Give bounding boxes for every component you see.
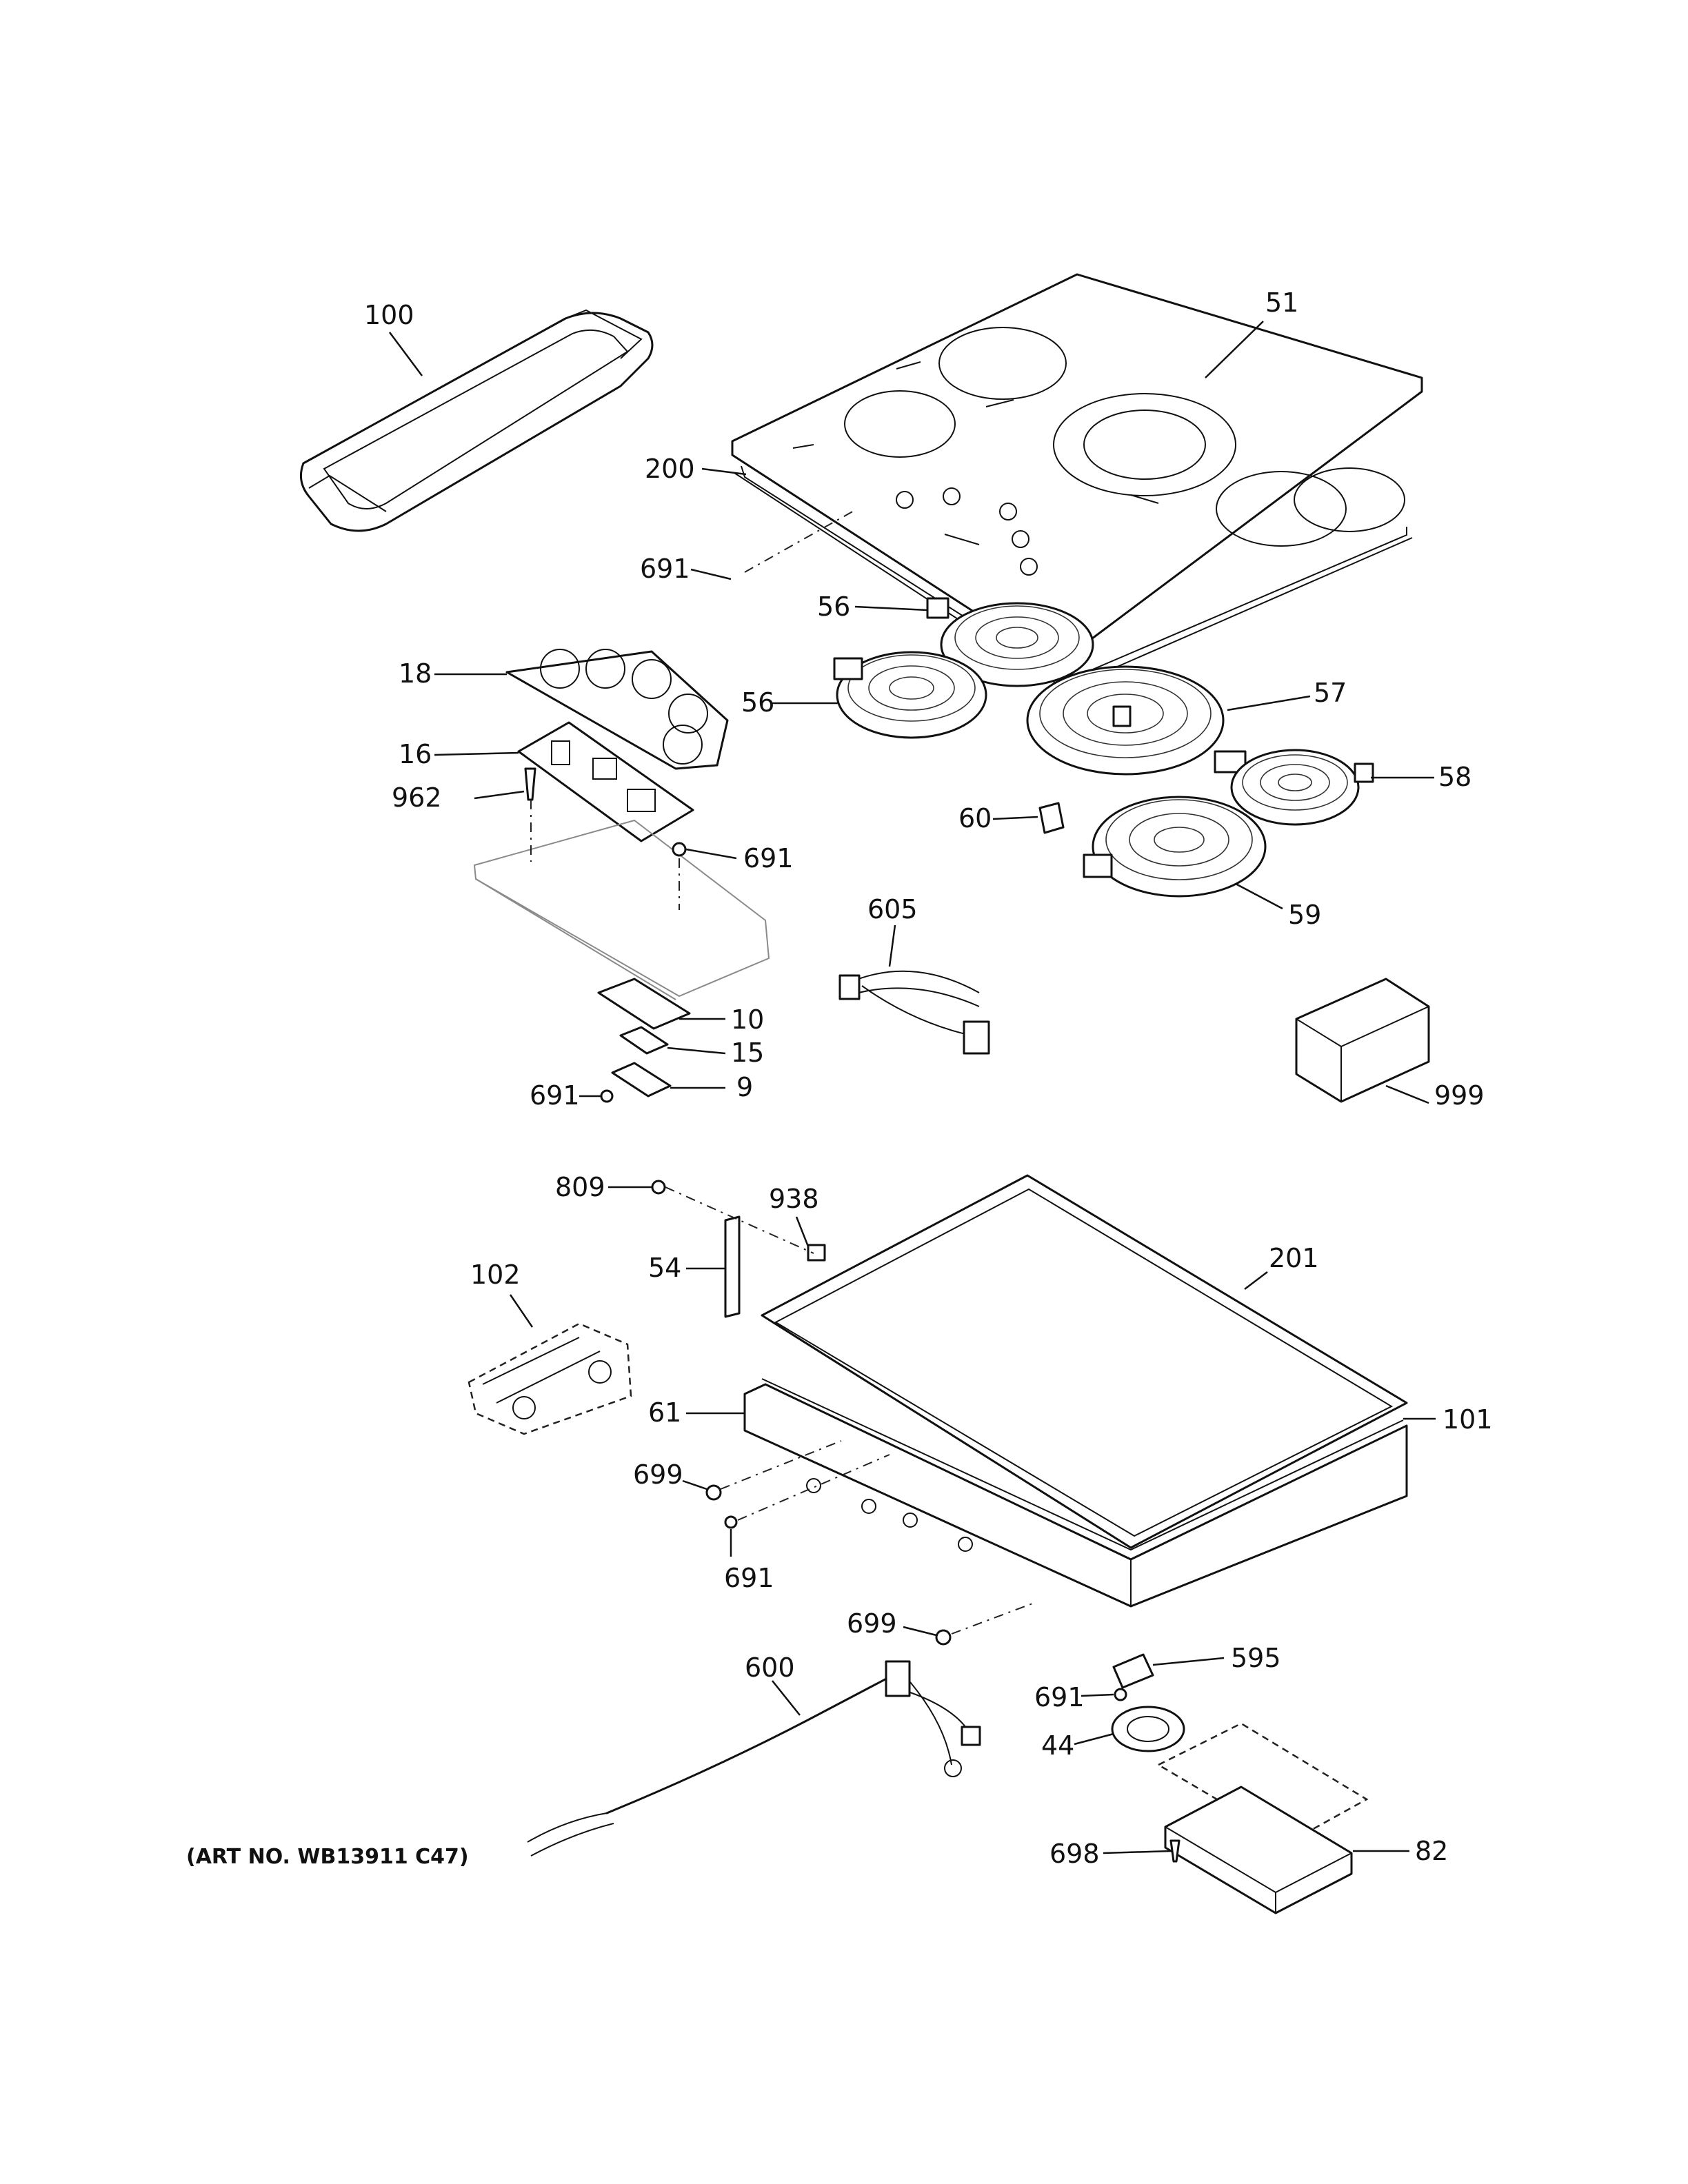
bushing-part-44 <box>1111 1706 1185 1752</box>
burner-box-part-61 <box>743 1383 1408 1608</box>
callout-51: 51 <box>1265 287 1298 318</box>
switch-part-15 <box>619 1026 669 1055</box>
glass-cooktop-part-51 <box>731 273 1423 667</box>
callout-201: 201 <box>1269 1243 1319 1273</box>
bracket-part-54 <box>724 1215 741 1318</box>
bracket-part-10 <box>597 978 691 1030</box>
screw-part-962 <box>524 767 536 801</box>
callout-82: 82 <box>1415 1836 1448 1866</box>
carton-part-999 <box>1295 978 1430 1103</box>
callout-59: 59 <box>1288 900 1321 930</box>
callout-962: 962 <box>392 782 442 813</box>
limiter-part-60 <box>1038 802 1065 834</box>
wire-harness-part-605 <box>838 970 990 1055</box>
callout-101: 101 <box>1443 1404 1493 1435</box>
callout-938: 938 <box>769 1184 819 1214</box>
radiant-element-part-56-rear <box>926 597 1094 687</box>
callout-809: 809 <box>555 1172 605 1202</box>
griddle-part-100 <box>299 309 654 532</box>
callout-595: 595 <box>1231 1643 1281 1673</box>
callout-15: 15 <box>731 1038 764 1068</box>
callout-691-box: 691 <box>724 1563 774 1593</box>
callout-56-front: 56 <box>741 687 774 718</box>
bracket-part-595 <box>1112 1653 1154 1689</box>
screw-part-698 <box>1169 1839 1180 1863</box>
callout-691-top: 691 <box>640 554 690 584</box>
callout-605: 605 <box>867 894 918 924</box>
screw-part-691-bracket <box>1114 1688 1127 1701</box>
callout-57: 57 <box>1314 678 1347 708</box>
callout-699-lower: 699 <box>847 1608 897 1639</box>
callout-691-bracket: 691 <box>1034 1682 1085 1712</box>
screw-part-699-lower <box>935 1629 952 1646</box>
callout-999: 999 <box>1434 1080 1485 1111</box>
callout-691-lower-left: 691 <box>530 1080 580 1111</box>
screw-part-691-box <box>724 1515 738 1529</box>
radiant-element-part-56-front <box>833 651 987 739</box>
conduit-part-600 <box>527 1660 981 1857</box>
touch-control-board-part-18 <box>505 649 729 770</box>
clip-part-938 <box>807 1244 826 1262</box>
callout-10: 10 <box>731 1004 764 1035</box>
callout-691-board: 691 <box>743 843 794 873</box>
screw-part-699-upper <box>705 1484 722 1501</box>
callout-200: 200 <box>645 454 695 484</box>
callout-16: 16 <box>399 739 432 769</box>
holder-part-9 <box>611 1062 672 1098</box>
callout-labels: 100 51 200 691 56 18 56 57 16 58 962 60 … <box>364 287 1493 1869</box>
screw-part-809 <box>651 1180 666 1195</box>
callout-54: 54 <box>648 1253 681 1283</box>
control-module-part-82 <box>1156 1722 1369 1914</box>
callout-600: 600 <box>745 1652 795 1683</box>
art-number-label: (ART NO. WB13911 C47) <box>186 1845 469 1869</box>
radiant-element-part-58 <box>1230 749 1374 826</box>
callout-9: 9 <box>736 1072 753 1102</box>
terminal-block-part-102 <box>468 1322 632 1435</box>
radiant-element-part-57 <box>1026 665 1247 776</box>
callout-18: 18 <box>399 658 432 689</box>
control-box-outline <box>473 819 770 1000</box>
screw-part-691-lower-left <box>600 1089 614 1103</box>
callout-61: 61 <box>648 1397 681 1428</box>
radiant-element-part-59 <box>1083 796 1267 898</box>
callout-56-rear: 56 <box>817 592 850 622</box>
leader-lines <box>388 321 1436 1854</box>
callout-698: 698 <box>1049 1839 1100 1869</box>
frame-part-101 <box>761 1378 1404 1551</box>
callout-44: 44 <box>1041 1730 1074 1761</box>
callout-100: 100 <box>364 300 414 330</box>
callout-60: 60 <box>958 803 992 833</box>
alignment-lines <box>530 509 1035 1635</box>
callout-699-upper: 699 <box>633 1459 683 1490</box>
callout-58: 58 <box>1438 762 1471 792</box>
callout-102: 102 <box>470 1260 521 1290</box>
screw-part-691-board <box>672 842 687 857</box>
power-board-part-16 <box>517 721 694 842</box>
gasket-part-201 <box>761 1174 1408 1549</box>
control-symbols <box>792 444 1038 576</box>
